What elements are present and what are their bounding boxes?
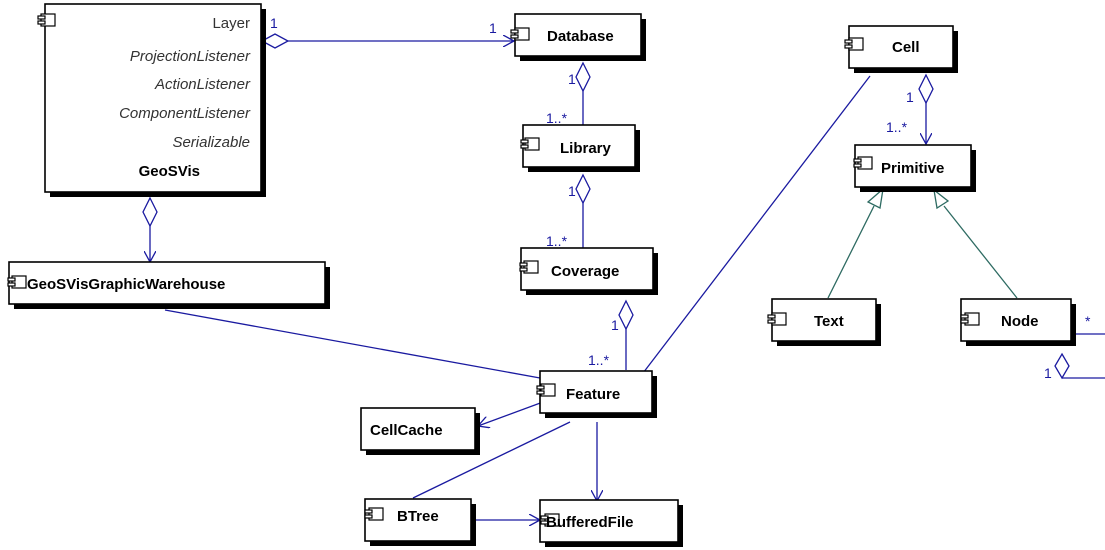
component-text[interactable]: Text (767, 298, 881, 346)
component-btree[interactable]: BTree (364, 498, 476, 546)
multiplicity-label: 1..* (546, 110, 568, 126)
association-cell-primitive[interactable]: 1 1..* (886, 73, 934, 144)
component-primitive[interactable]: Primitive (853, 144, 976, 192)
component-node[interactable]: Node (960, 298, 1076, 346)
generalization-line (943, 205, 1018, 299)
box-frame (539, 499, 679, 543)
association-feature-cellcache[interactable] (478, 401, 544, 426)
aggregation-diamond (575, 61, 591, 93)
component-name: BufferedFile (546, 514, 634, 531)
interface-projection-listener: ProjectionListener (130, 48, 251, 65)
box-frame (360, 407, 476, 451)
association-geosvis-warehouse[interactable] (142, 196, 158, 262)
aggregation-diamond (142, 196, 158, 228)
box-frame (522, 124, 636, 168)
aggregation-diamond (618, 299, 634, 331)
component-icon (520, 137, 540, 151)
component-name: Cell (892, 39, 920, 56)
component-name: Primitive (881, 160, 944, 177)
aggregation-diamond (1054, 352, 1070, 380)
aggregation-diamond (575, 173, 591, 205)
multiplicity-label: 1 (568, 183, 576, 199)
multiplicity-label: 1 (1044, 365, 1052, 381)
association-node-self[interactable]: * 1 (1044, 313, 1105, 381)
component-icon (853, 156, 873, 170)
association-library-coverage[interactable]: 1 1..* (546, 173, 591, 251)
component-library[interactable]: Library (520, 124, 640, 172)
multiplicity-label: 1 (611, 317, 619, 333)
component-name: CellCache (370, 422, 443, 439)
component-name: Node (1001, 313, 1039, 330)
multiplicity-label: 1..* (886, 119, 908, 135)
association-cell-feature[interactable] (639, 75, 871, 378)
component-cellcache[interactable]: CellCache (360, 407, 480, 455)
generalization-triangle (866, 187, 884, 209)
box-frame (848, 25, 954, 69)
component-name: GeoSVisGraphicWarehouse (27, 276, 225, 293)
generalization-node-primitive[interactable] (933, 188, 1018, 299)
multiplicity-label: * (1085, 313, 1091, 329)
box-frame (520, 247, 654, 291)
generalization-line (827, 205, 875, 299)
association-warehouse-feature[interactable] (164, 309, 541, 379)
component-name: Feature (566, 386, 620, 403)
interface-layer: Layer (212, 15, 250, 32)
box-frame (854, 144, 972, 188)
component-coverage[interactable]: Coverage (519, 247, 658, 295)
component-icon (510, 27, 530, 41)
generalization-text-primitive[interactable] (827, 187, 884, 299)
component-name: Database (547, 28, 614, 45)
multiplicity-label: 1 (568, 71, 576, 87)
association-geosvis-database[interactable]: 1 1 (260, 15, 514, 49)
multiplicity-label: 1..* (588, 352, 610, 368)
component-name: Text (814, 313, 844, 330)
box-frame (514, 13, 642, 57)
component-icon (519, 260, 539, 274)
component-icon (844, 37, 864, 51)
component-name: GeoSVis (139, 163, 200, 180)
component-icon (536, 383, 556, 397)
box-frame (8, 261, 326, 305)
component-geosvis[interactable]: Layer ProjectionListener ActionListener … (37, 3, 266, 197)
component-icon (37, 13, 56, 27)
interface-serializable: Serializable (172, 134, 250, 151)
generalization-triangle (933, 188, 950, 210)
component-geosvis-graphic-warehouse[interactable]: GeoSVisGraphicWarehouse (7, 261, 330, 309)
component-icon (540, 513, 560, 527)
multiplicity-label: 1 (906, 89, 914, 105)
component-bufferedfile[interactable]: BufferedFile (539, 499, 683, 547)
multiplicity-label: 1 (489, 20, 497, 36)
component-icon (364, 507, 384, 521)
interface-component-listener: ComponentListener (119, 105, 251, 122)
aggregation-diamond (918, 73, 934, 105)
multiplicity-label: 1..* (546, 233, 568, 249)
component-name: Coverage (551, 263, 619, 280)
component-name: BTree (397, 508, 439, 525)
association-feature-btree[interactable] (412, 421, 571, 499)
component-feature[interactable]: Feature (536, 370, 657, 418)
component-icon (960, 312, 980, 326)
box-frame (44, 3, 262, 193)
component-name: Library (560, 140, 612, 157)
component-cell[interactable]: Cell (844, 25, 958, 73)
multiplicity-label: 1 (270, 15, 278, 31)
association-coverage-feature[interactable]: 1 1..* (588, 299, 634, 370)
component-icon (7, 275, 27, 289)
association-database-library[interactable]: 1 1..* (546, 61, 591, 128)
interface-action-listener: ActionListener (154, 76, 251, 93)
component-icon (767, 312, 787, 326)
component-database[interactable]: Database (510, 13, 646, 61)
